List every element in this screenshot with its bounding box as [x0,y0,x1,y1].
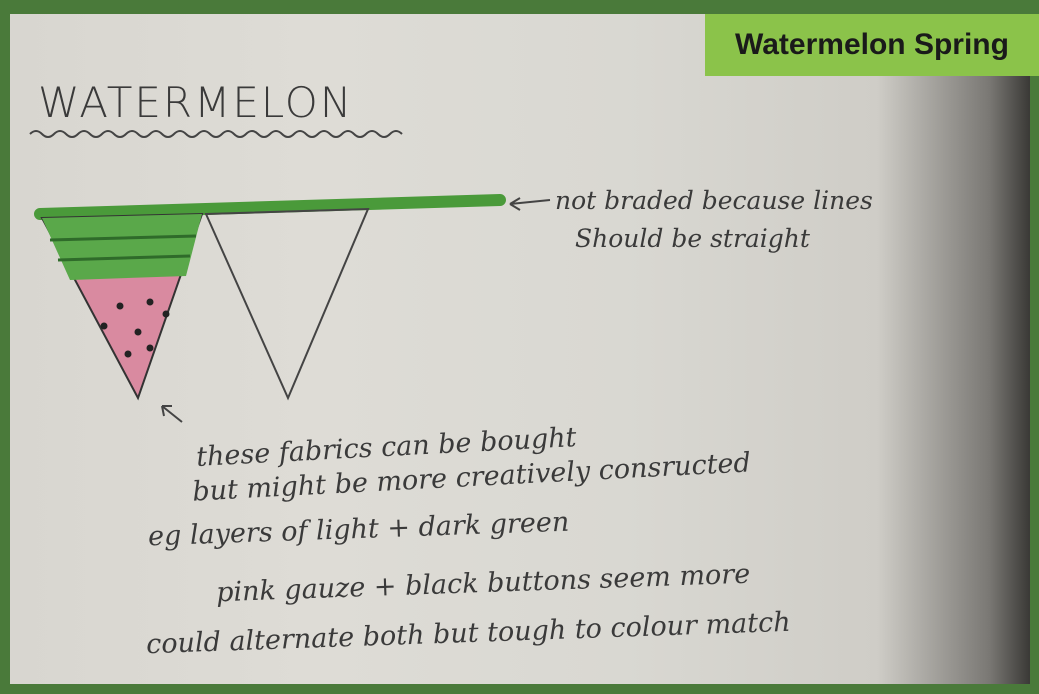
arrow-up-icon [161,405,183,423]
sketch-paper: WATERMELON not braded because lines Shou… [10,14,1030,684]
arrow-icon [509,197,551,211]
bunting-sketch [29,130,551,423]
arrow-note-line-1: not braded because lines [555,186,873,215]
arrow-note-line-2: Should be straight [575,224,810,253]
title-label-text: Watermelon Spring [735,28,1009,61]
bunting-string [34,194,506,220]
empty-flag [204,207,370,401]
sketch-title: WATERMELON [38,78,354,127]
wavy-underline [29,130,403,138]
title-label: Watermelon Spring [705,14,1039,76]
watermelon-flag [40,212,204,401]
